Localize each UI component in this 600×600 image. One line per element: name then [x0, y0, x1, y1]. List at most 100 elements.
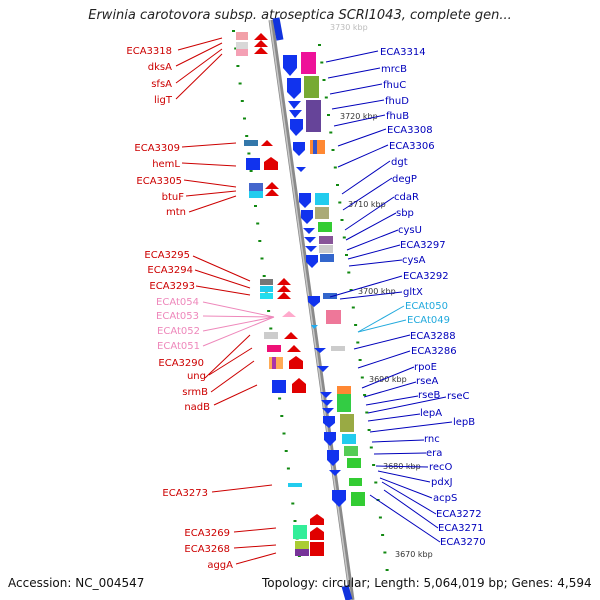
- gene-block: [288, 483, 302, 487]
- gene-arrow: [321, 400, 333, 406]
- gene-block: [260, 286, 273, 292]
- gene-arrow: [301, 210, 313, 224]
- gene-label: mtn: [166, 207, 186, 218]
- tick-mark: [331, 149, 335, 151]
- gene-arrow: [292, 378, 306, 393]
- gene-label: rpoE: [414, 362, 437, 373]
- tick-mark: [351, 306, 355, 309]
- gene-label: ECA3290: [158, 358, 204, 369]
- scale-tick-label: 3720 kbp: [340, 112, 378, 121]
- gene-label: ECA3295: [144, 250, 190, 261]
- gene-arrow: [324, 432, 336, 446]
- tick-mark: [381, 534, 385, 536]
- scale-tick-label: 3730 kbp: [330, 23, 368, 32]
- gene-label: aggA: [207, 560, 233, 571]
- gene-arrow: [288, 101, 301, 109]
- gene-arrow: [306, 255, 318, 268]
- tick-mark: [282, 432, 286, 435]
- gene-label: acpS: [433, 493, 457, 504]
- tick-mark: [342, 236, 346, 239]
- tick-mark: [367, 429, 371, 431]
- tick-mark: [340, 219, 344, 221]
- gene-label: ECA3305: [136, 176, 182, 187]
- gene-label: ECA3272: [436, 509, 482, 520]
- gene-block: [246, 158, 260, 170]
- gene-arrow: [311, 325, 318, 329]
- tick-mark: [360, 376, 364, 379]
- tick-mark: [291, 502, 295, 505]
- gene-arrow: [308, 296, 320, 307]
- trna-label: ECAt054: [156, 297, 199, 308]
- gene-block: [295, 541, 309, 549]
- gene-block: [347, 458, 361, 468]
- gene-arrow: [304, 237, 316, 243]
- tick-mark: [254, 205, 257, 207]
- gene-label: pdxJ: [431, 477, 453, 488]
- plus-strand-genes: [236, 32, 324, 556]
- gene-arrow: [277, 285, 291, 292]
- gene-arrow: [282, 311, 296, 317]
- gene-label: lepA: [420, 408, 442, 419]
- left-gene-labels: ECA3318 dksA sfsA ligT ECA3309 hemL ECA3…: [126, 46, 233, 571]
- gene-label: ligT: [154, 95, 173, 106]
- right-gene-labels: ECA3314 mrcB fhuC fhuD fhuB ECA3308 ECA3…: [380, 47, 486, 548]
- gene-block: [267, 345, 281, 352]
- gene-label: recO: [429, 462, 453, 473]
- gene-block: [320, 254, 334, 262]
- gene-label: mrcB: [381, 64, 407, 75]
- gene-arrow: [314, 348, 326, 353]
- gene-arrow: [265, 182, 279, 189]
- trna-label: ECAt051: [157, 341, 200, 352]
- gene-block: [315, 193, 329, 205]
- gene-label: dksA: [148, 62, 172, 73]
- trna-label: ECAt050: [405, 301, 448, 312]
- gene-label: degP: [392, 174, 417, 185]
- gene-label: ECA3293: [149, 281, 195, 292]
- tick-mark: [329, 131, 333, 134]
- gene-label: ECA3268: [184, 544, 230, 555]
- gene-label: ECA3308: [387, 125, 433, 136]
- tick-mark: [284, 450, 288, 452]
- gene-block: [319, 236, 333, 244]
- gene-label: fhuC: [383, 80, 406, 91]
- right-trna-leader-lines: [357, 305, 407, 333]
- gene-block: [351, 492, 365, 506]
- gene-block: [337, 394, 351, 412]
- gene-label: ung: [187, 371, 206, 382]
- gene-label: rnc: [424, 434, 440, 445]
- scale-tick-label: 3710 kbp: [348, 200, 386, 209]
- gene-arrow: [332, 490, 346, 507]
- gene-block: [264, 332, 278, 339]
- right-leader-lines: [325, 50, 453, 543]
- gene-arrow: [283, 55, 297, 76]
- gene-label: nadB: [184, 402, 210, 413]
- trna-label: ECAt052: [157, 326, 200, 337]
- gene-label: ECA3288: [410, 331, 456, 342]
- gene-arrow: [254, 47, 268, 54]
- gene-block: [306, 100, 321, 132]
- gene-label: cdaR: [394, 192, 419, 203]
- scale-tick-label: 3700 kbp: [358, 287, 396, 296]
- gene-arrow: [322, 408, 334, 414]
- topology-text: Topology: circular; Length: 5,064,019 bp…: [262, 576, 592, 590]
- gene-label: ECA3306: [389, 141, 435, 152]
- gene-label: ECA3270: [440, 537, 486, 548]
- gene-arrow: [277, 292, 291, 299]
- tick-mark: [356, 341, 360, 344]
- gene-label: ECA3286: [411, 346, 457, 357]
- gene-label: ECA3292: [403, 271, 449, 282]
- gene-arrow: [277, 278, 291, 285]
- tick-mark: [322, 79, 326, 81]
- gene-label: ECA3309: [134, 143, 180, 154]
- gene-block: [295, 549, 309, 556]
- tick-mark: [333, 166, 337, 169]
- gene-label: srmB: [182, 387, 208, 398]
- gene-arrow: [254, 40, 268, 47]
- gene-arrow: [264, 157, 278, 170]
- gene-block: [313, 140, 317, 154]
- gene-label: rseA: [416, 376, 438, 387]
- gene-block: [337, 386, 351, 394]
- gene-arrow: [320, 392, 332, 398]
- tick-mark: [280, 415, 284, 417]
